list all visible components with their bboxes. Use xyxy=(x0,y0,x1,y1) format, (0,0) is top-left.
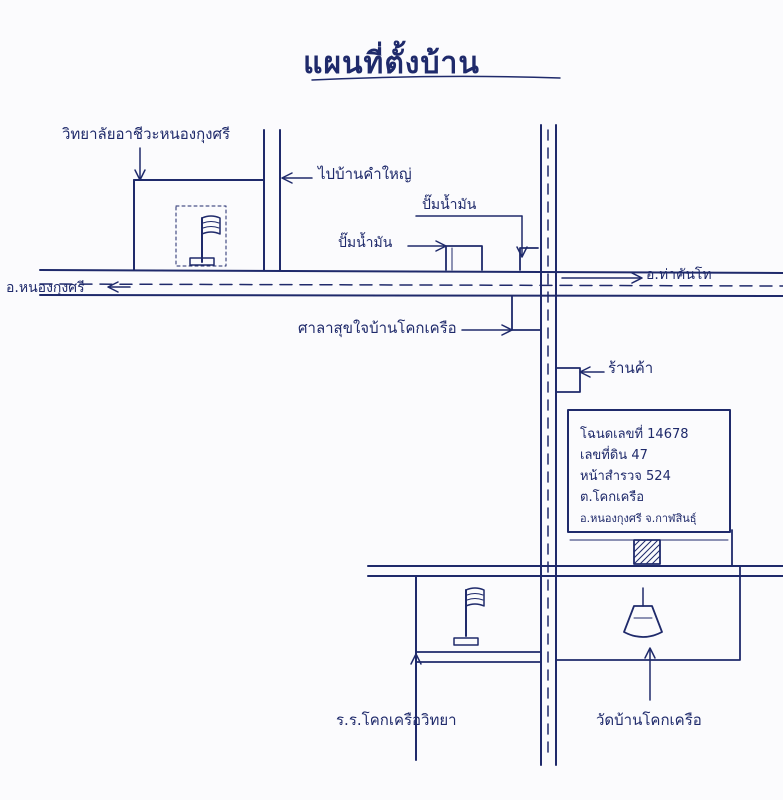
address-box: โฉนดเลขที่ 14678 เลขที่ดิน 47 หน้าสำรวจ … xyxy=(580,424,720,529)
lower-road xyxy=(367,565,783,577)
label-amphoe-nong-kung-si: อ.หนองกุงศรี xyxy=(6,280,85,296)
college-flag-icon xyxy=(189,215,221,266)
address-line: ต.โคกเครือ xyxy=(580,490,645,505)
gas-station-left xyxy=(445,245,483,271)
address-line: โฉนดเลขที่ 14678 xyxy=(580,427,689,442)
title-underline xyxy=(311,75,561,81)
label-school: ร.ร.โคกเครือวิทยา xyxy=(336,711,457,729)
label-temple: วัดบ้านโคกเครือ xyxy=(596,711,702,729)
health-center-building xyxy=(511,295,541,331)
temple-stupa-icon xyxy=(623,587,663,638)
label-college: วิทยาลัยอาชีวะหนองกุงศรี xyxy=(62,125,231,143)
gas-station-right xyxy=(519,247,539,271)
address-box-frame xyxy=(567,409,731,541)
property-lot xyxy=(555,529,741,661)
arrows xyxy=(107,147,656,701)
college-compound xyxy=(133,129,281,271)
vertical-road xyxy=(540,124,557,766)
label-health-center: ศาลาสุขใจบ้านโคกเครือ xyxy=(298,319,457,337)
label-shop: ร้านค้า xyxy=(608,359,654,377)
label-gas-station-right: ปั๊มน้ำมัน xyxy=(422,197,477,213)
map-title: แผนที่ตั้งบ้าน xyxy=(303,46,480,81)
address-line: หน้าสำรวจ 524 xyxy=(580,469,671,484)
address-line: เลขที่ดิน 47 xyxy=(580,448,648,463)
shop-building xyxy=(556,367,581,393)
label-gas-station-left: ปั๊มน้ำมัน xyxy=(338,235,393,251)
label-to-kham-yai: ไปบ้านคำใหญ่ xyxy=(318,165,412,183)
label-amphoe-tha-khantho: อ.ท่าคันโท xyxy=(646,267,712,283)
main-road xyxy=(39,269,783,297)
school-flag-icon xyxy=(453,587,485,646)
address-line: อ.หนองกุงศรี จ.กาฬสินธุ์ xyxy=(580,512,697,525)
